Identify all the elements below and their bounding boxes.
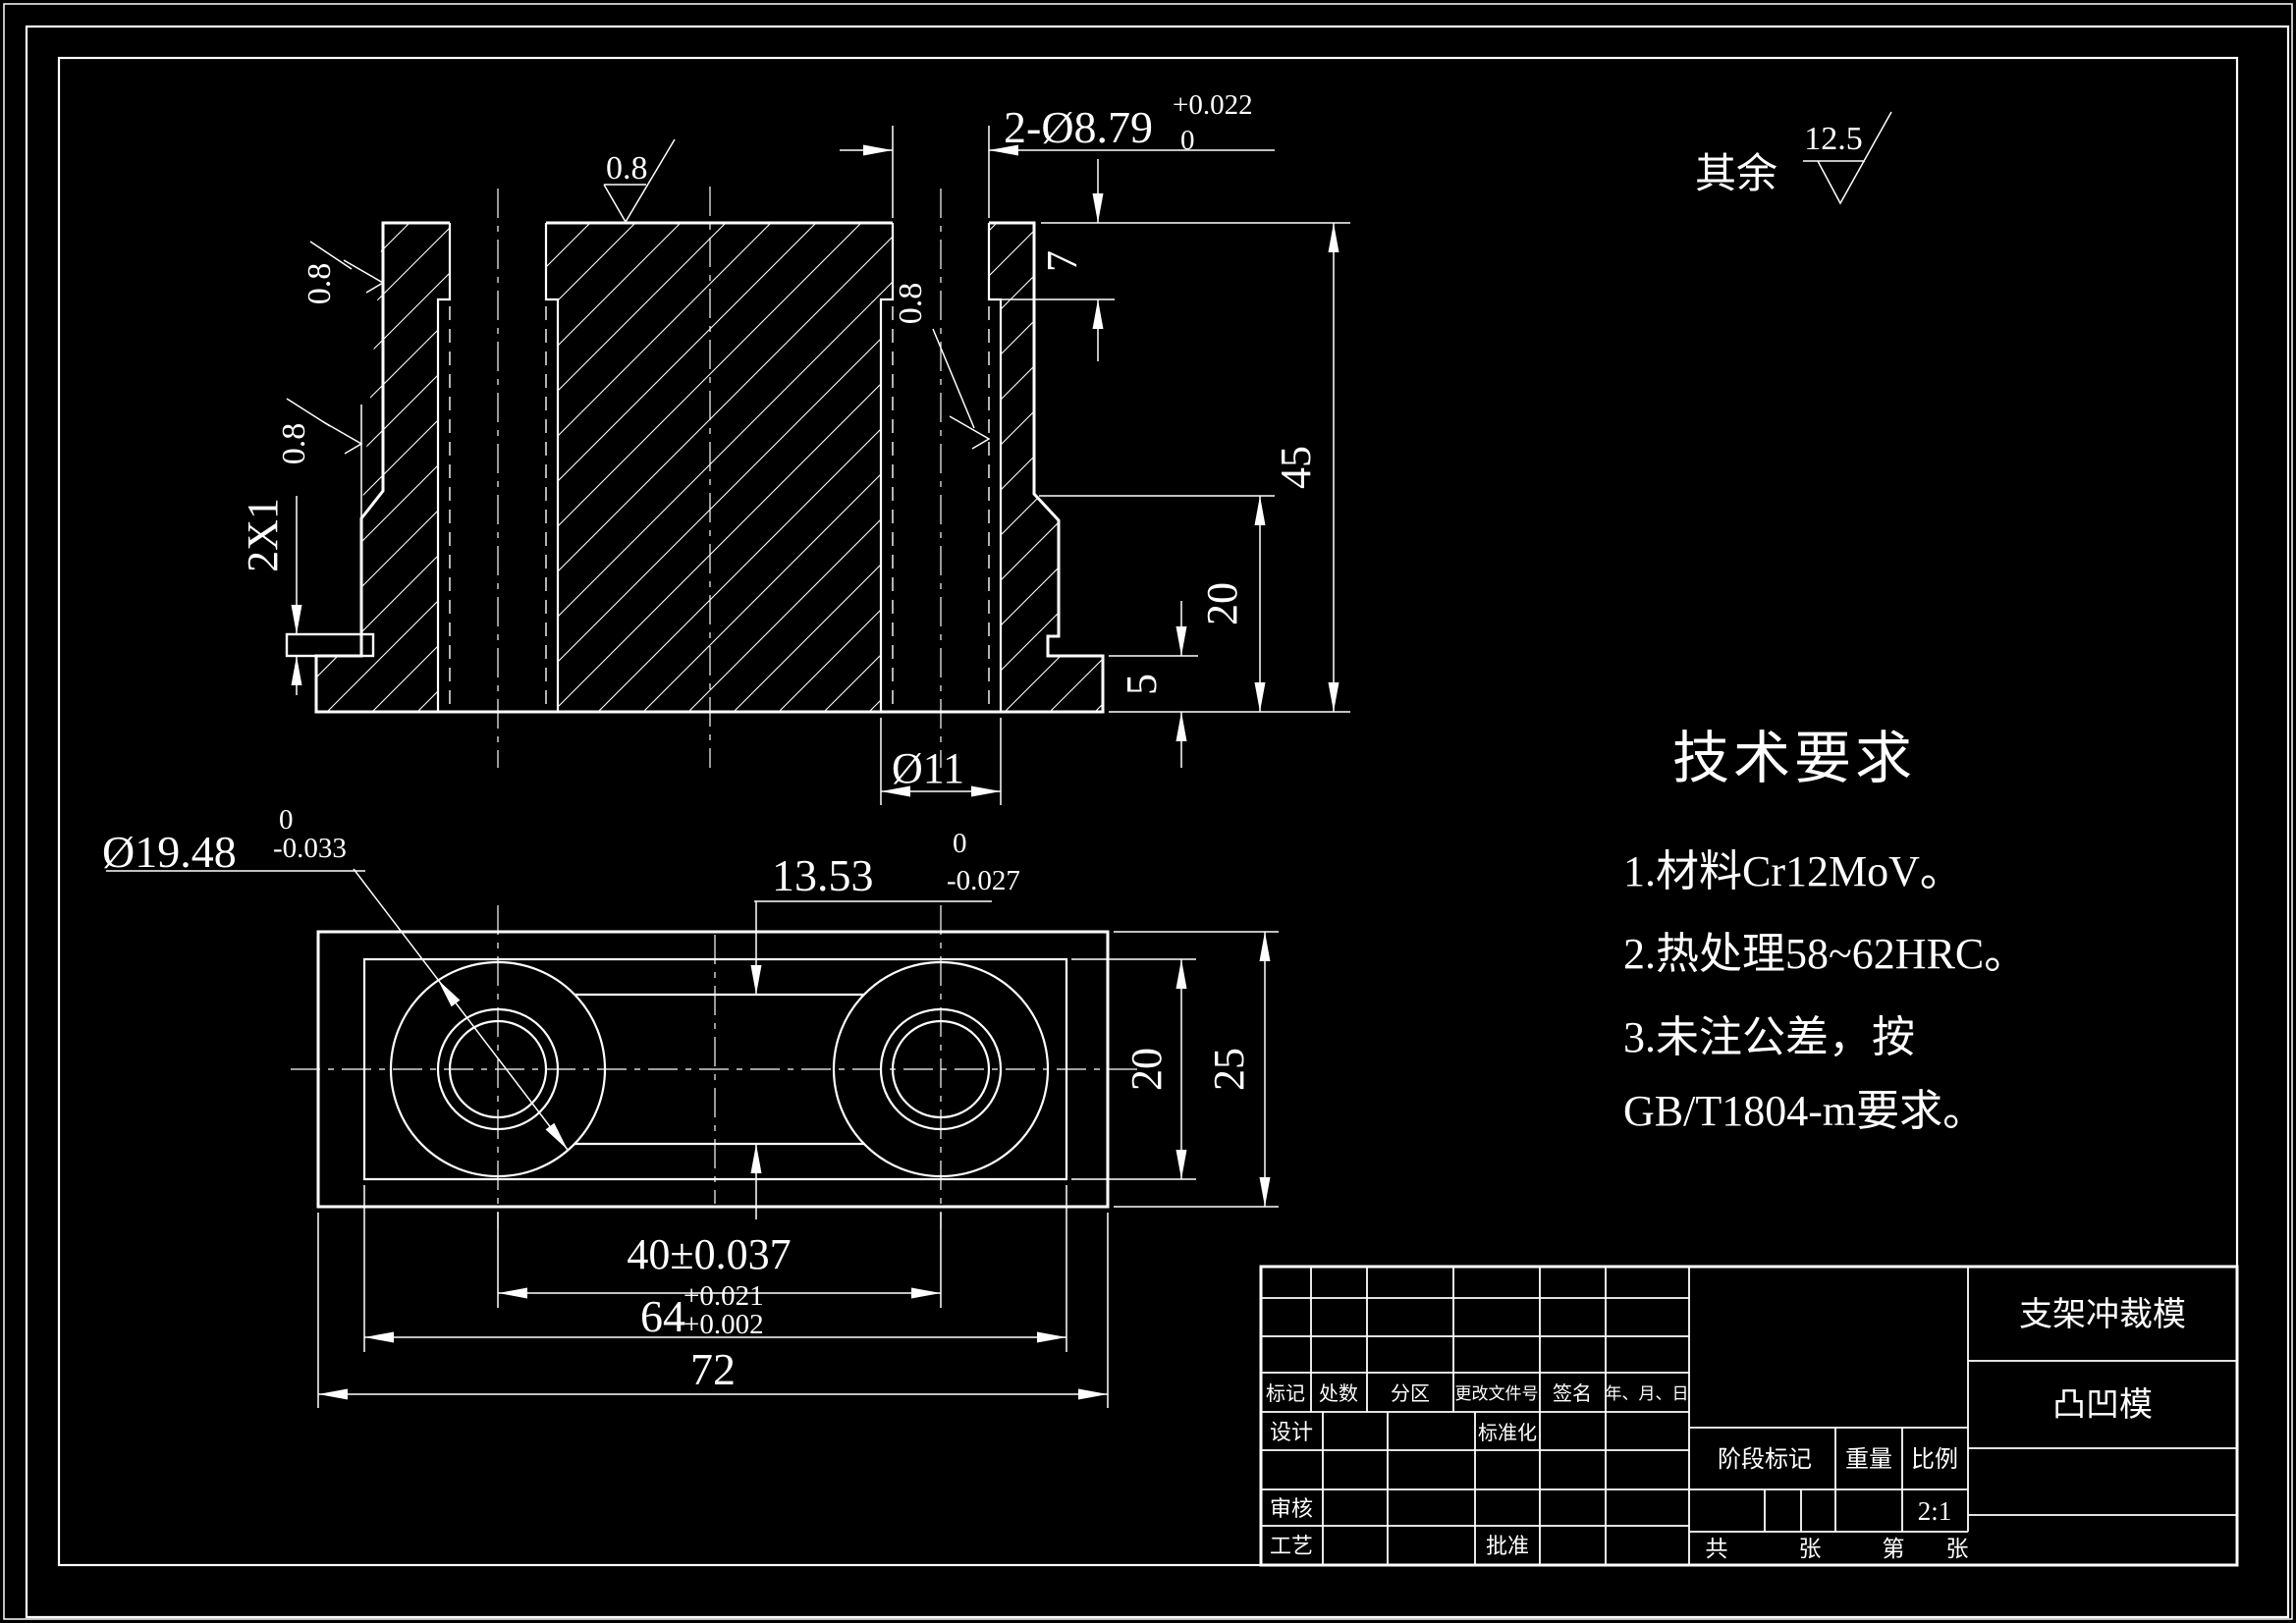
- role-design: 设计: [1270, 1420, 1313, 1444]
- sheet-total-label: 共: [1706, 1537, 1728, 1561]
- tech-requirements: 技术要求 1.材料Cr12MoV。 2.热处理58~62HRC。 3.未注公差，…: [1623, 727, 2027, 1135]
- sheet-unit1: 张: [1799, 1537, 1822, 1561]
- product-name: 支架冲裁模: [2019, 1296, 2186, 1333]
- dim-waist: 13.53: [772, 850, 874, 900]
- section-dimensions: 2-Ø8.79 +0.022 0 7 45 20 5 Ø11 2X1 0.8 0…: [239, 89, 1350, 805]
- roughness-symbol-top-face: 0.8: [603, 138, 676, 224]
- dim-hole-top: 2-Ø8.79: [1004, 102, 1153, 152]
- section-centerlines: [497, 187, 942, 768]
- dim-big-bore-tol-upper: 0: [279, 804, 294, 836]
- role-process: 工艺: [1270, 1534, 1313, 1558]
- dim-inner-width-tol-lower: +0.002: [683, 1309, 764, 1340]
- dim-waist-tol-upper: 0: [953, 828, 967, 859]
- scale-value: 2:1: [1918, 1496, 1952, 1526]
- dim-waist-tol-lower: -0.027: [947, 865, 1020, 896]
- weight-label: 重量: [1845, 1446, 1892, 1473]
- section-view: [285, 187, 1105, 768]
- section-outline: [314, 221, 1105, 714]
- th-change-doc-no: 更改文件号: [1455, 1384, 1539, 1403]
- plan-dimensions: Ø19.48 0 -0.033 13.53 0 -0.027 20 25 40±…: [102, 804, 1279, 1408]
- dim-hole-spacing: 40±0.037: [627, 1230, 791, 1278]
- th-date: 年、月、日: [1606, 1384, 1689, 1403]
- plan-centerlines: [291, 905, 1141, 1229]
- tech-req-line: GB/T1804-m要求。: [1623, 1087, 1986, 1135]
- plan-view: [291, 905, 1141, 1229]
- roughness-symbol-left-lower: 0.8: [276, 420, 363, 465]
- part-name: 凸凹模: [2052, 1386, 2153, 1424]
- general-roughness-note: 其余 12.5: [1695, 111, 1892, 205]
- th-revision-mark: 标记: [1266, 1382, 1305, 1405]
- hole-walls: [436, 223, 1003, 712]
- role-check: 审核: [1270, 1496, 1313, 1521]
- roughness-value: 0.8: [893, 283, 929, 325]
- tech-req-title: 技术要求: [1672, 727, 1916, 790]
- dim-total-height: 45: [1272, 446, 1320, 489]
- th-zone: 分区: [1391, 1382, 1430, 1405]
- stage-mark-label: 阶段标记: [1718, 1446, 1812, 1473]
- dim-hole-top-tol-lower: 0: [1180, 125, 1195, 156]
- dim-inner-height: 20: [1122, 1048, 1171, 1091]
- dim-hole-top-tol-upper: +0.022: [1173, 89, 1253, 121]
- drawing-frame: [3, 3, 2293, 1620]
- roughness-value: 0.8: [276, 423, 312, 465]
- note-prefix: 其余: [1695, 150, 1777, 196]
- tech-req-line: 1.材料Cr12MoV。: [1623, 847, 1963, 895]
- waist-edges: [574, 993, 864, 1146]
- th-signature: 签名: [1553, 1382, 1592, 1405]
- tech-req-line: 3.未注公差，按: [1623, 1013, 1915, 1061]
- dim-base-height: 5: [1118, 674, 1166, 695]
- dim-outer-width: 72: [690, 1344, 736, 1394]
- tech-req-line: 2.热处理58~62HRC。: [1623, 930, 2027, 978]
- title-block: 标记 处数 分区 更改文件号 签名 年、月、日 设计 标准化 审核 工艺 批准 …: [1259, 1265, 2239, 1567]
- roughness-value: 0.8: [301, 263, 338, 305]
- dim-big-bore-tol-lower: -0.033: [273, 833, 347, 864]
- dim-big-bore: Ø19.48: [102, 827, 237, 877]
- roughness-value: 0.8: [606, 150, 648, 187]
- scale-label: 比例: [1911, 1446, 1958, 1473]
- note-roughness-value: 12.5: [1804, 121, 1863, 157]
- dim-inner-width: 64: [640, 1291, 685, 1341]
- dim-inner-width-tol-upper: +0.021: [683, 1280, 764, 1312]
- dim-relief-bore: Ø11: [892, 744, 964, 792]
- roughness-symbol-general: [1803, 111, 1892, 205]
- dim-lower-height: 20: [1198, 582, 1246, 625]
- th-change-count: 处数: [1319, 1382, 1358, 1405]
- sheet-no-label: 第: [1883, 1537, 1905, 1561]
- role-approve: 批准: [1486, 1534, 1529, 1558]
- dim-chamfer: 2X1: [239, 498, 287, 572]
- roughness-symbol-left-upper: 0.8: [301, 259, 385, 305]
- role-standardization: 标准化: [1478, 1422, 1537, 1444]
- dim-outer-height: 25: [1205, 1048, 1253, 1091]
- roughness-symbol-bore-wall: 0.8: [893, 283, 991, 450]
- sheet-unit2: 张: [1946, 1537, 1969, 1561]
- dim-land-depth: 7: [1038, 250, 1086, 272]
